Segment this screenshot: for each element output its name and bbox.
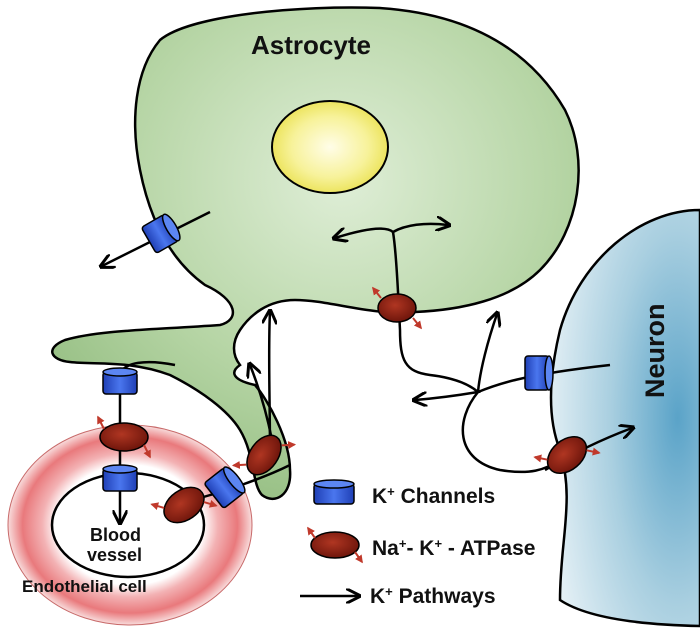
legend-k-channel-symbol [313,479,355,505]
na-k-atpase [533,436,601,474]
blood-vessel-label-line2: vessel [87,545,143,565]
k-pathway-arrow [392,224,448,234]
endothelial-cell-label: Endothelial cell [22,577,147,596]
k-pathway-line [477,363,611,394]
k-channel [204,466,246,509]
nucleus [271,100,389,194]
legend-atpase-symbol [307,526,363,564]
legend-k-channels-label: K+ Channels [372,483,496,508]
blood-vessel-label-line1: Blood [90,525,141,545]
k-pathway-arrow [398,329,481,400]
neuron-body [549,208,700,628]
k-channel [524,355,554,391]
k-channel [102,464,138,492]
na-k-atpase [372,286,422,330]
neuron-label: Neuron [640,303,670,399]
astrocyte-label: Astrocyte [251,30,371,60]
legend-k-pathways-label: K+ Pathways [370,583,496,608]
k-pathway-arrow [476,314,497,393]
na-k-atpase [150,486,218,524]
na-k-atpase [231,434,297,476]
k-channel [102,367,138,395]
endothelial-cell [7,424,253,626]
atpase-pumps [97,286,601,564]
legend-atpase-label: Na+- K+ - ATPase [372,535,536,560]
k-channels [102,213,554,509]
astrocyte-body [51,6,580,501]
k-pathway-arrow [250,365,274,441]
k-pathway-line [461,391,561,474]
k-channel [141,213,181,254]
na-k-atpase [97,415,151,459]
